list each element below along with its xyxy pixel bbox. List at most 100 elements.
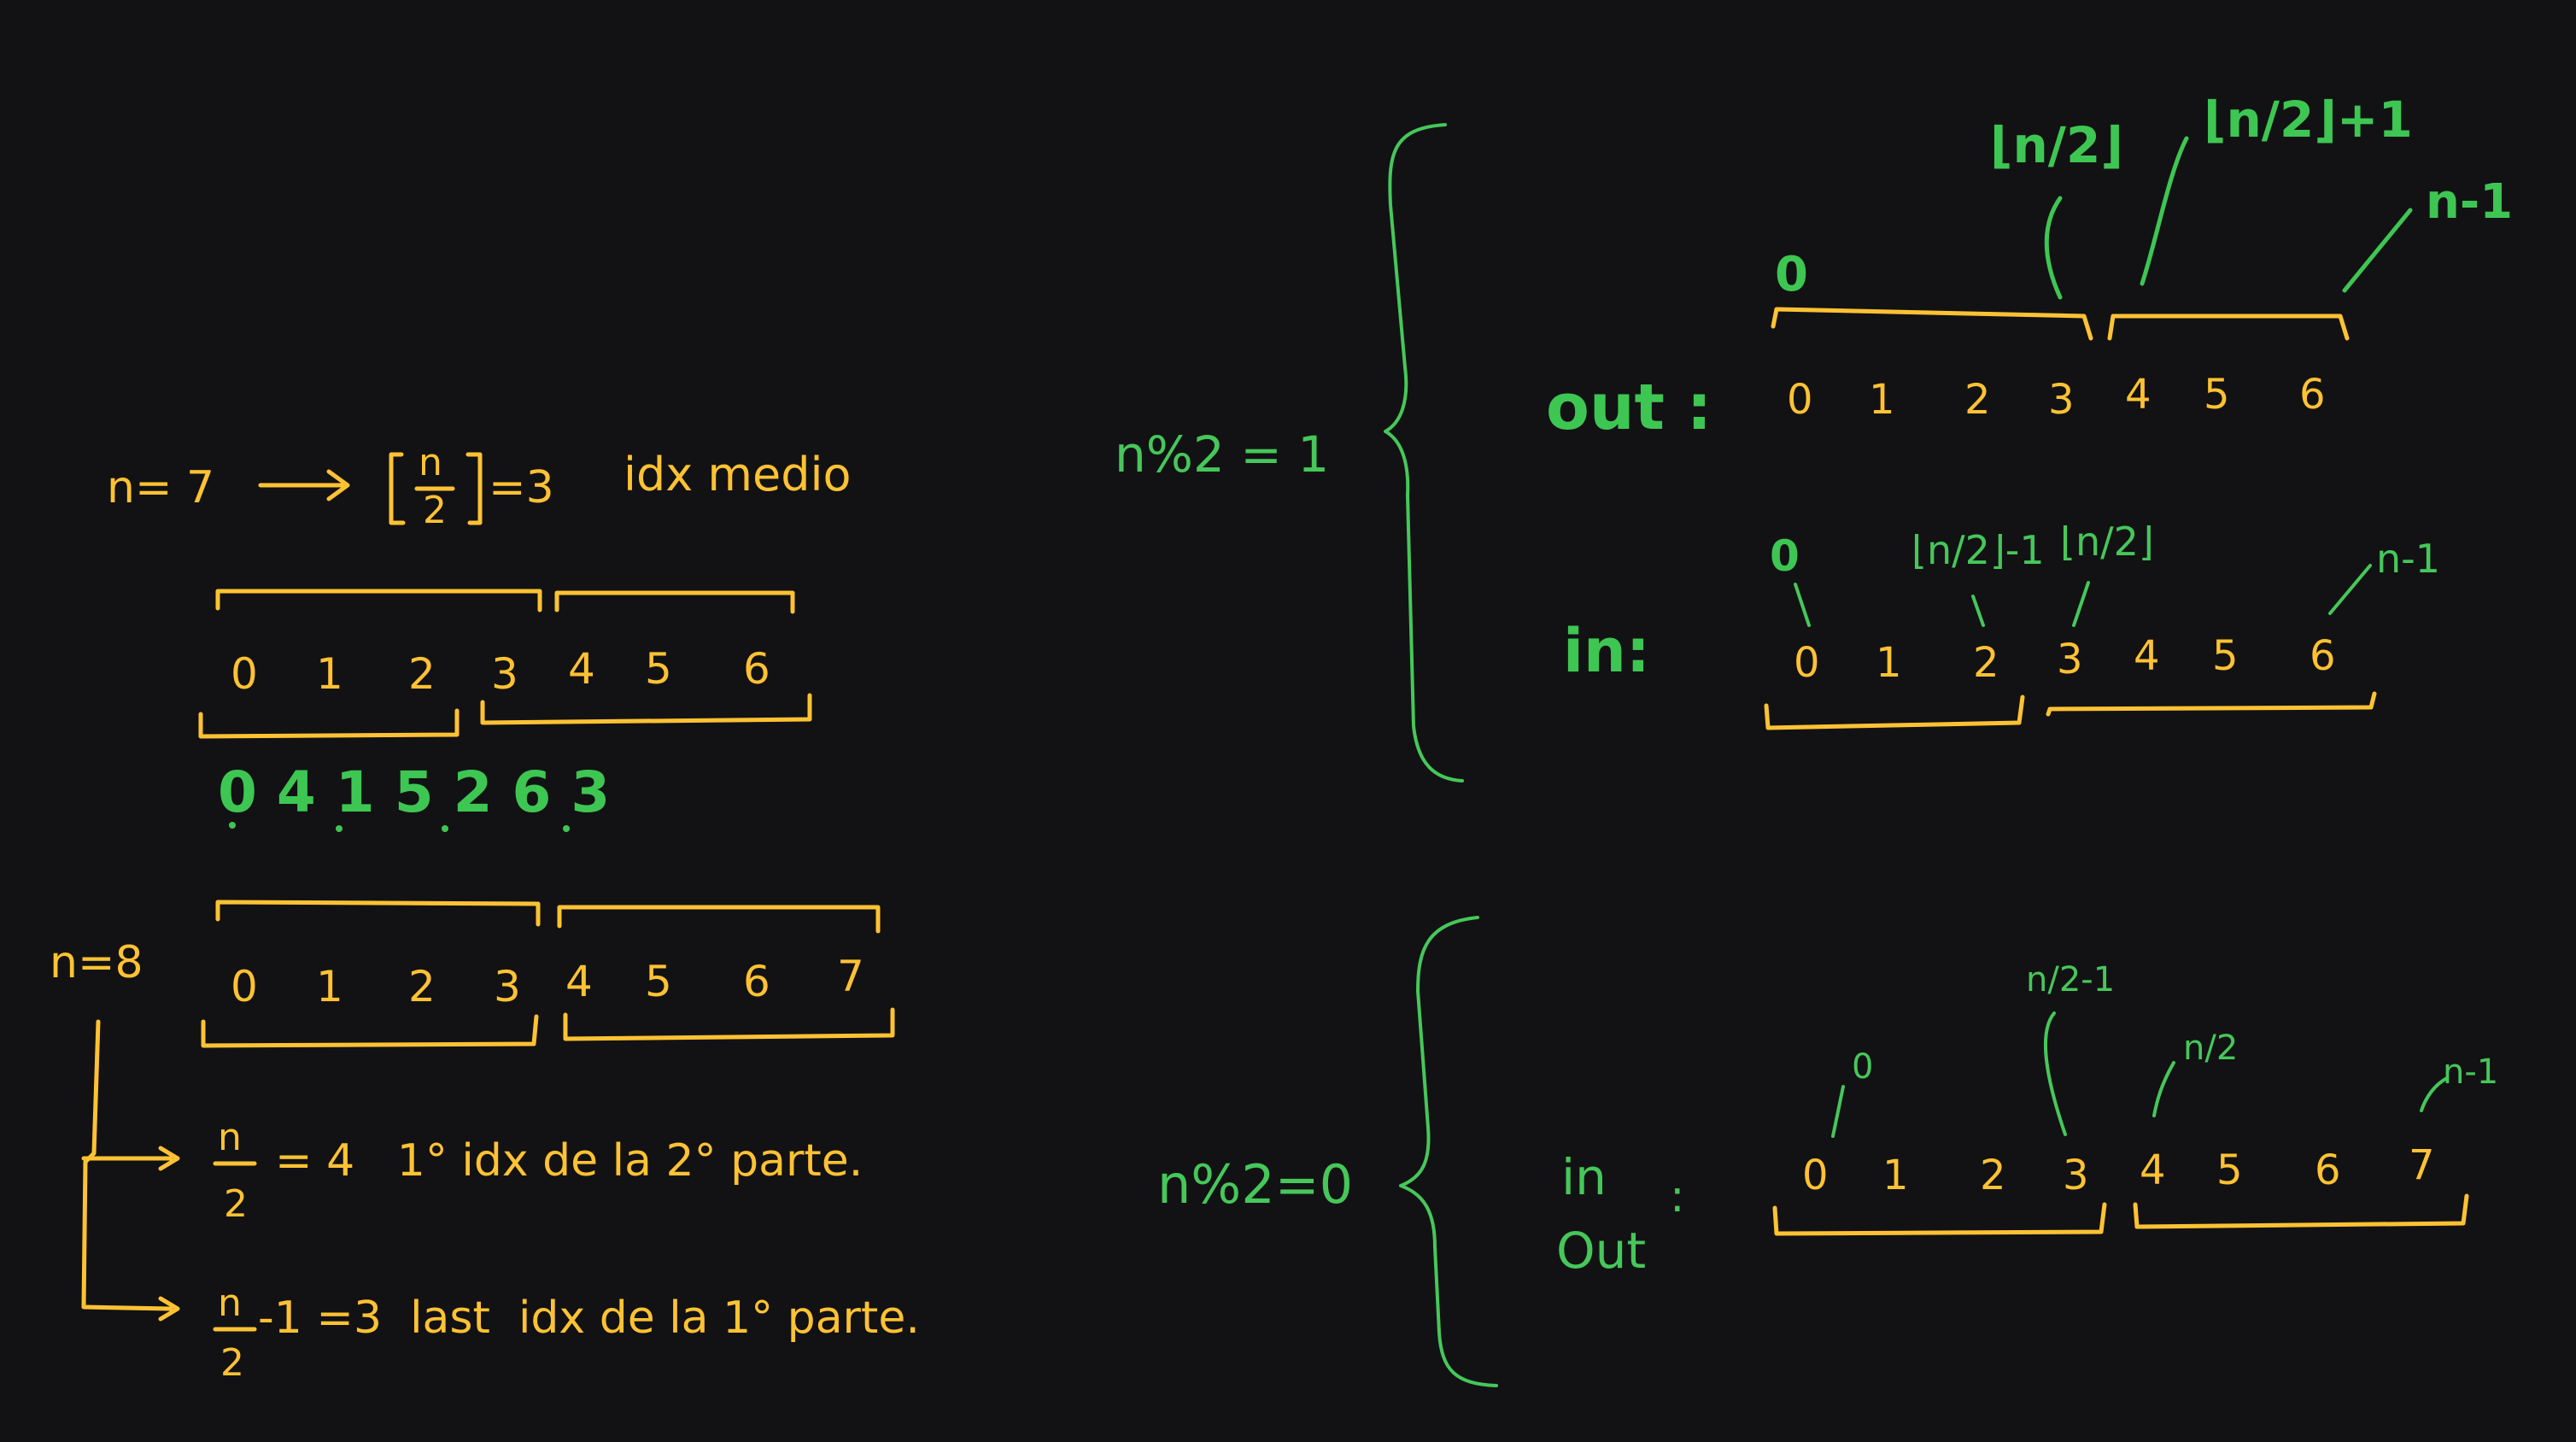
bottom-bracket-second-half-n8 [563, 1007, 895, 1041]
out-digit: 6 [2299, 371, 2326, 419]
marker-dot [229, 822, 236, 829]
n8-digit: 1 [316, 962, 343, 1011]
even-bottom-bracket-first-half [1772, 1202, 2107, 1236]
pointer-line [1831, 1085, 1845, 1138]
in-label-even: in [1561, 1148, 1607, 1206]
output-sequence: 0 4 1 5 2 6 3 [218, 759, 610, 825]
out-top-bracket-second-half [2107, 314, 2350, 341]
even-bottom-bracket-second-half [2133, 1193, 2469, 1229]
curly-brace-odd [1384, 123, 1464, 783]
in-bottom-bracket-first-half [1764, 695, 2025, 730]
top-bracket-second-half-n8 [557, 905, 881, 934]
n7-digit: 4 [568, 644, 595, 694]
line1-text: = 4 1° idx de la 2° parte. [275, 1135, 863, 1187]
arrow-head [158, 1296, 180, 1322]
annotation-zero-even: 0 [1852, 1047, 1873, 1087]
bottom-bracket-second-half-n7 [480, 693, 812, 725]
pointer-line [2152, 1061, 2175, 1117]
odd-case-label: n%2 = 1 [1115, 425, 1329, 484]
in-annotation-half-minus-one: ⌊n/2⌋-1 [1912, 527, 2045, 573]
tree-arrow-path [81, 1019, 173, 1311]
annotation-half-even: n/2 [2183, 1029, 2238, 1068]
even-digit: 6 [2315, 1146, 2341, 1194]
even-digit-row: 0 1 2 3 4 5 6 7 [1802, 1141, 2435, 1199]
out-label-even: Out [1556, 1222, 1646, 1280]
in-bottom-bracket-second-half [2046, 691, 2377, 717]
n8-digit: 0 [231, 962, 258, 1011]
out-digit: 0 [1787, 376, 1813, 424]
in-digit: 5 [2212, 632, 2239, 680]
annotation-last-even: n-1 [2443, 1052, 2498, 1092]
even-digit: 5 [2216, 1146, 2243, 1194]
line2-fraction-denominator: 2 [220, 1341, 244, 1385]
out-digit: 1 [1869, 376, 1895, 424]
n7-digit: 6 [743, 644, 770, 694]
in-digit: 3 [2057, 636, 2083, 683]
in-label: in: [1563, 616, 1650, 686]
pointer-line [1971, 595, 1985, 627]
n8-label: n=8 [50, 937, 143, 988]
n7-digit: 2 [408, 649, 436, 699]
n8-digit: 4 [565, 957, 593, 1006]
n7-digit-row: 0 1 2 3 4 5 6 [231, 644, 770, 699]
out-annotation-half: ⌊n/2⌋ [1990, 116, 2123, 174]
in-digit-row: 0 1 2 3 4 5 6 [1794, 632, 2336, 687]
out-top-bracket-first-half [1771, 307, 2093, 341]
in-annotation-zero: 0 [1770, 531, 1800, 581]
top-bracket-first-half-n8 [215, 900, 541, 927]
left-section: n= 7 n 2 =3 idx medio 0 1 2 3 4 5 6 0 4 … [50, 441, 920, 1385]
pointer-line [2140, 136, 2189, 286]
even-case-label: n%2=0 [1157, 1153, 1353, 1216]
even-digit: 2 [1980, 1152, 2006, 1199]
implies-arrow [258, 469, 350, 501]
in-digit: 2 [1973, 639, 1999, 687]
even-digit: 7 [2409, 1141, 2435, 1189]
even-digit: 4 [2140, 1146, 2166, 1194]
out-annotation-half-plus-one: ⌊n/2⌋+1 [2204, 91, 2413, 149]
n7-digit: 0 [231, 649, 258, 699]
top-bracket-first-half-n7 [215, 589, 542, 613]
n8-digit: 6 [743, 957, 770, 1006]
arrow-head [158, 1146, 180, 1171]
out-label: out : [1546, 371, 1712, 444]
out-digit: 3 [2048, 376, 2075, 424]
curly-brace-even [1399, 916, 1498, 1387]
bottom-bracket-first-half-n8 [201, 1014, 539, 1048]
line1-fraction-numerator: n [218, 1116, 242, 1159]
in-digit: 1 [1876, 639, 1902, 687]
line1-fraction-denominator: 2 [224, 1182, 248, 1226]
even-digit: 0 [1802, 1152, 1829, 1199]
n7-digit: 1 [316, 649, 343, 699]
line2-fraction-numerator: n [218, 1281, 242, 1325]
pointer-line [2342, 208, 2413, 293]
out-annotation-zero: 0 [1775, 247, 1808, 302]
pointer-line [2328, 564, 2372, 615]
line2-text: -1 =3 last idx de la 1° parte. [258, 1293, 920, 1344]
in-digit: 0 [1794, 639, 1820, 687]
n8-digit: 7 [837, 952, 864, 1001]
top-bracket-second-half-n7 [554, 590, 795, 614]
marker-dot [336, 825, 342, 832]
n8-digit-row: 0 1 2 3 4 5 6 7 [231, 952, 864, 1011]
pointer-line [2420, 1076, 2449, 1112]
floor-numerator: n [419, 441, 442, 484]
out-digit: 2 [1964, 376, 1991, 424]
marker-dot [563, 825, 570, 832]
n8-digit: 5 [645, 957, 672, 1006]
pointer-line [2044, 196, 2063, 300]
in-digit: 4 [2134, 632, 2160, 680]
in-digit: 6 [2310, 632, 2336, 680]
n8-digit: 2 [408, 962, 436, 1011]
out-digit: 5 [2204, 371, 2230, 419]
in-annotation-half: ⌊n/2⌋ [2060, 519, 2154, 565]
sequence-dots [229, 822, 570, 832]
even-digit: 3 [2063, 1152, 2089, 1199]
annotation-half-minus-one-even: n/2-1 [2026, 960, 2115, 999]
out-digit-row: 0 1 2 3 4 5 6 [1787, 371, 2326, 424]
out-annotation-last: n-1 [2426, 174, 2513, 230]
n7-label: n= 7 [107, 462, 214, 513]
floor-denominator: 2 [423, 489, 447, 532]
pointer-line [2072, 581, 2090, 627]
n7-digit: 5 [645, 644, 672, 694]
